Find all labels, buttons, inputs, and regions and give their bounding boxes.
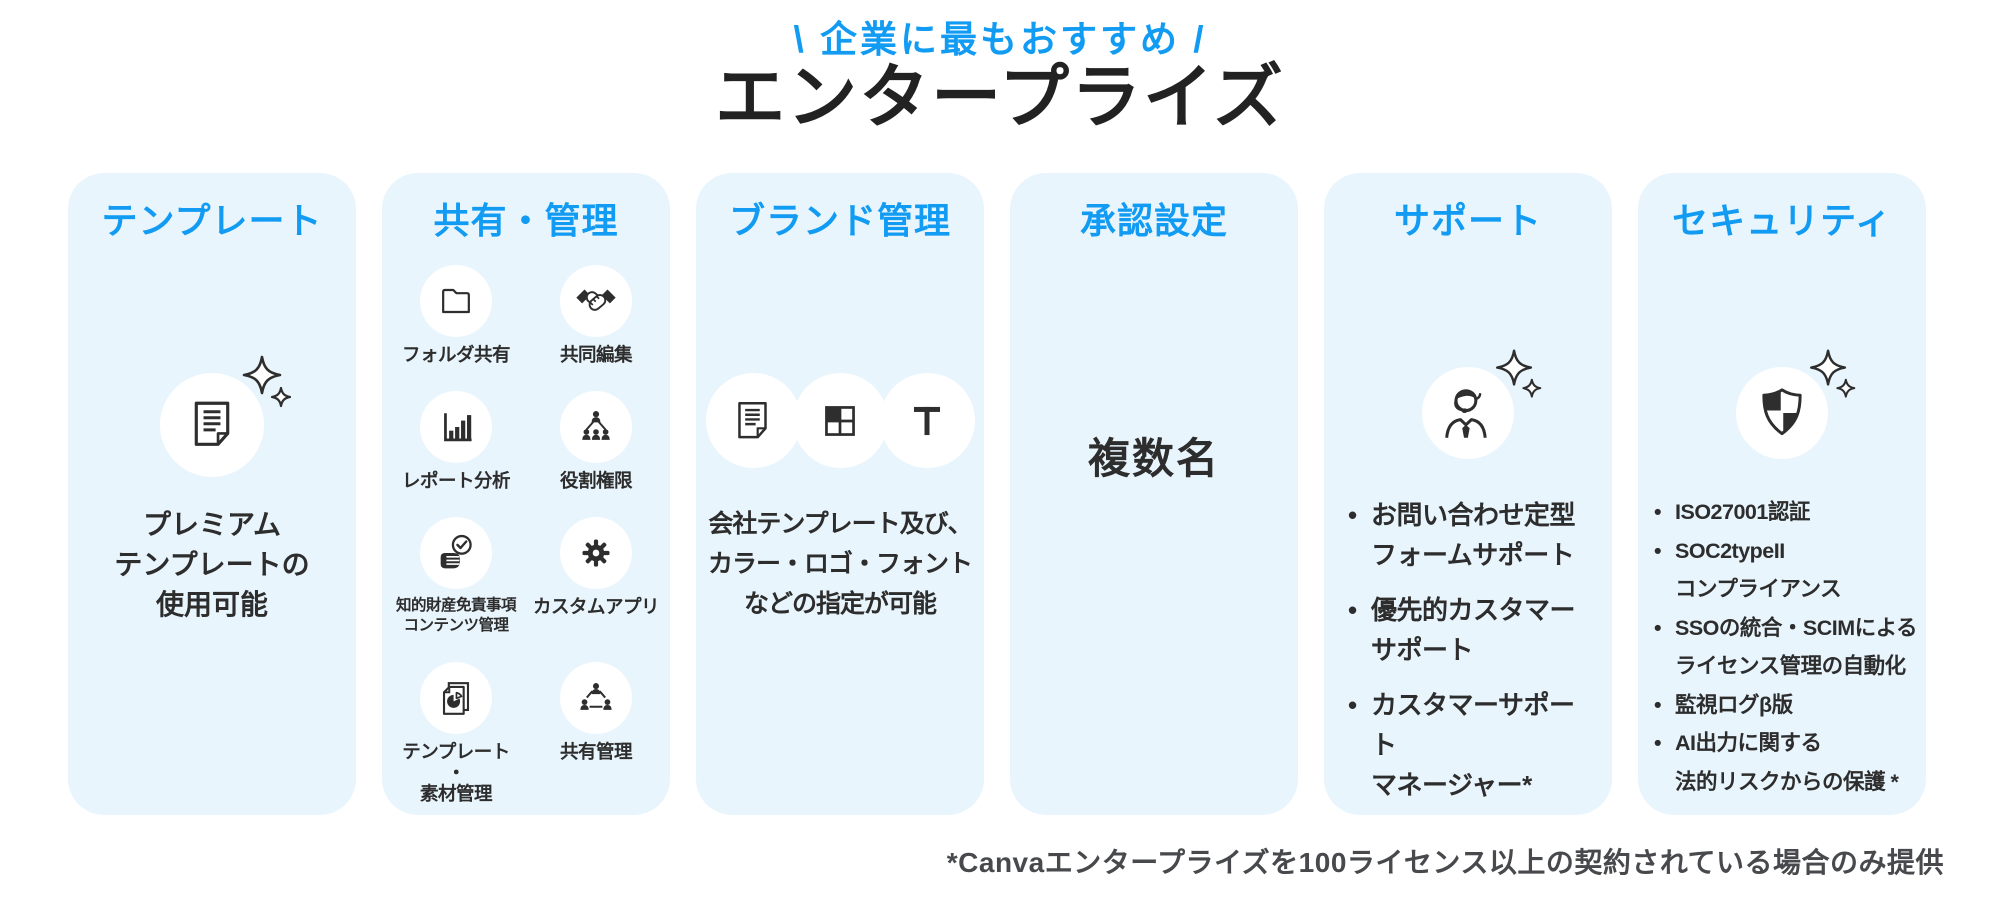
feature-ip-indemnity: 知的財産免責事項 コンテンツ管理 <box>388 517 524 636</box>
feature-share-manage: 共有管理 <box>528 662 664 804</box>
card-support-title: サポート <box>1393 200 1542 241</box>
card-brand-manage: ブランド管理 <box>696 173 984 815</box>
org-chart-icon <box>560 391 632 463</box>
gear-icon <box>560 517 632 589</box>
security-bullet: AI出力に関する 法的リスクからの保護 * <box>1652 724 1918 801</box>
card-template-description: プレミアム テンプレートの 使用可能 <box>114 509 310 620</box>
card-brand-manage-title: ブランド管理 <box>728 200 951 241</box>
support-bullet: カスタマーサポート マネージャー* <box>1344 685 1598 805</box>
handshake-icon <box>560 265 632 337</box>
document-sparkle-icon <box>160 373 264 477</box>
card-template: テンプレート プレミアム テンプレートの 使用可能 <box>68 173 356 815</box>
folder-icon <box>420 265 492 337</box>
hand-check-icon <box>420 517 492 589</box>
security-bullet: 監視ログβ版 <box>1652 686 1918 725</box>
feature-folder-share: フォルダ共有 <box>388 265 524 365</box>
document-icon <box>705 373 801 468</box>
approval-value: 複数名 <box>1087 435 1220 482</box>
page-header: \ 企業に最もおすすめ / エンタープライズ <box>0 18 2000 136</box>
security-bullet: ISO27001認証 <box>1652 493 1918 532</box>
support-agent-icon <box>1422 367 1514 459</box>
page-title: エンタープライズ <box>715 58 1285 136</box>
share-manage-feature-grid: フォルダ共有 共同編集 <box>382 265 670 804</box>
feature-template-asset-manage: テンプレート ・ 素材管理 <box>388 662 524 804</box>
network-icon <box>560 662 632 734</box>
support-bullet-list: お問い合わせ定型 フォームサポート 優先的カスタマー サポート カスタマーサポー… <box>1324 495 1612 805</box>
feature-cards-row: テンプレート プレミアム テンプレートの 使用可能 共有・管理 <box>68 173 1926 815</box>
shield-icon <box>1736 367 1828 459</box>
card-security-title: セキュリティ <box>1672 200 1892 241</box>
security-bullet-list: ISO27001認証 SOC2typeII コンプライアンス SSOの統合・SC… <box>1638 493 1926 801</box>
card-template-title: テンプレート <box>101 200 323 241</box>
color-grid-icon <box>792 373 888 468</box>
recommend-tagline: \ 企業に最もおすすめ / <box>793 19 1207 60</box>
support-bullet: お問い合わせ定型 フォームサポート <box>1344 495 1598 575</box>
card-brand-manage-description: 会社テンプレート及び、 カラー・ロゴ・フォント などの指定が可能 <box>707 510 973 618</box>
card-share-manage: 共有・管理 フォルダ共有 <box>382 173 670 815</box>
sparkle-icon <box>1496 349 1542 398</box>
card-approval-settings: 承認設定 複数名 <box>1010 173 1298 815</box>
card-share-manage-title: 共有・管理 <box>433 200 619 241</box>
card-approval-settings-title: 承認設定 <box>1079 200 1228 241</box>
security-bullet: SOC2typeII コンプライアンス <box>1652 532 1918 609</box>
docs-pie-icon <box>420 662 492 734</box>
text-letter-icon <box>879 373 975 468</box>
feature-co-edit: 共同編集 <box>528 265 664 365</box>
sparkle-icon <box>242 355 292 408</box>
bar-chart-icon <box>420 391 492 463</box>
card-security: セキュリティ <box>1638 173 1926 815</box>
feature-role-permission: 役割権限 <box>528 391 664 491</box>
sparkle-icon <box>1810 349 1856 398</box>
license-footnote: *Canvaエンタープライズを100ライセンス以上の契約されている場合のみ提供 <box>946 847 1944 878</box>
feature-report-analysis: レポート分析 <box>388 391 524 491</box>
security-bullet: SSOの統合・SCIMによる ライセンス管理の自動化 <box>1652 609 1918 686</box>
support-bullet: 優先的カスタマー サポート <box>1344 590 1598 670</box>
feature-custom-app: カスタムアプリ <box>528 517 664 636</box>
card-support: サポート お問い合わせ定型 フォームサポート 優先的カスタマー <box>1324 173 1612 815</box>
brand-icons-row <box>696 373 984 468</box>
